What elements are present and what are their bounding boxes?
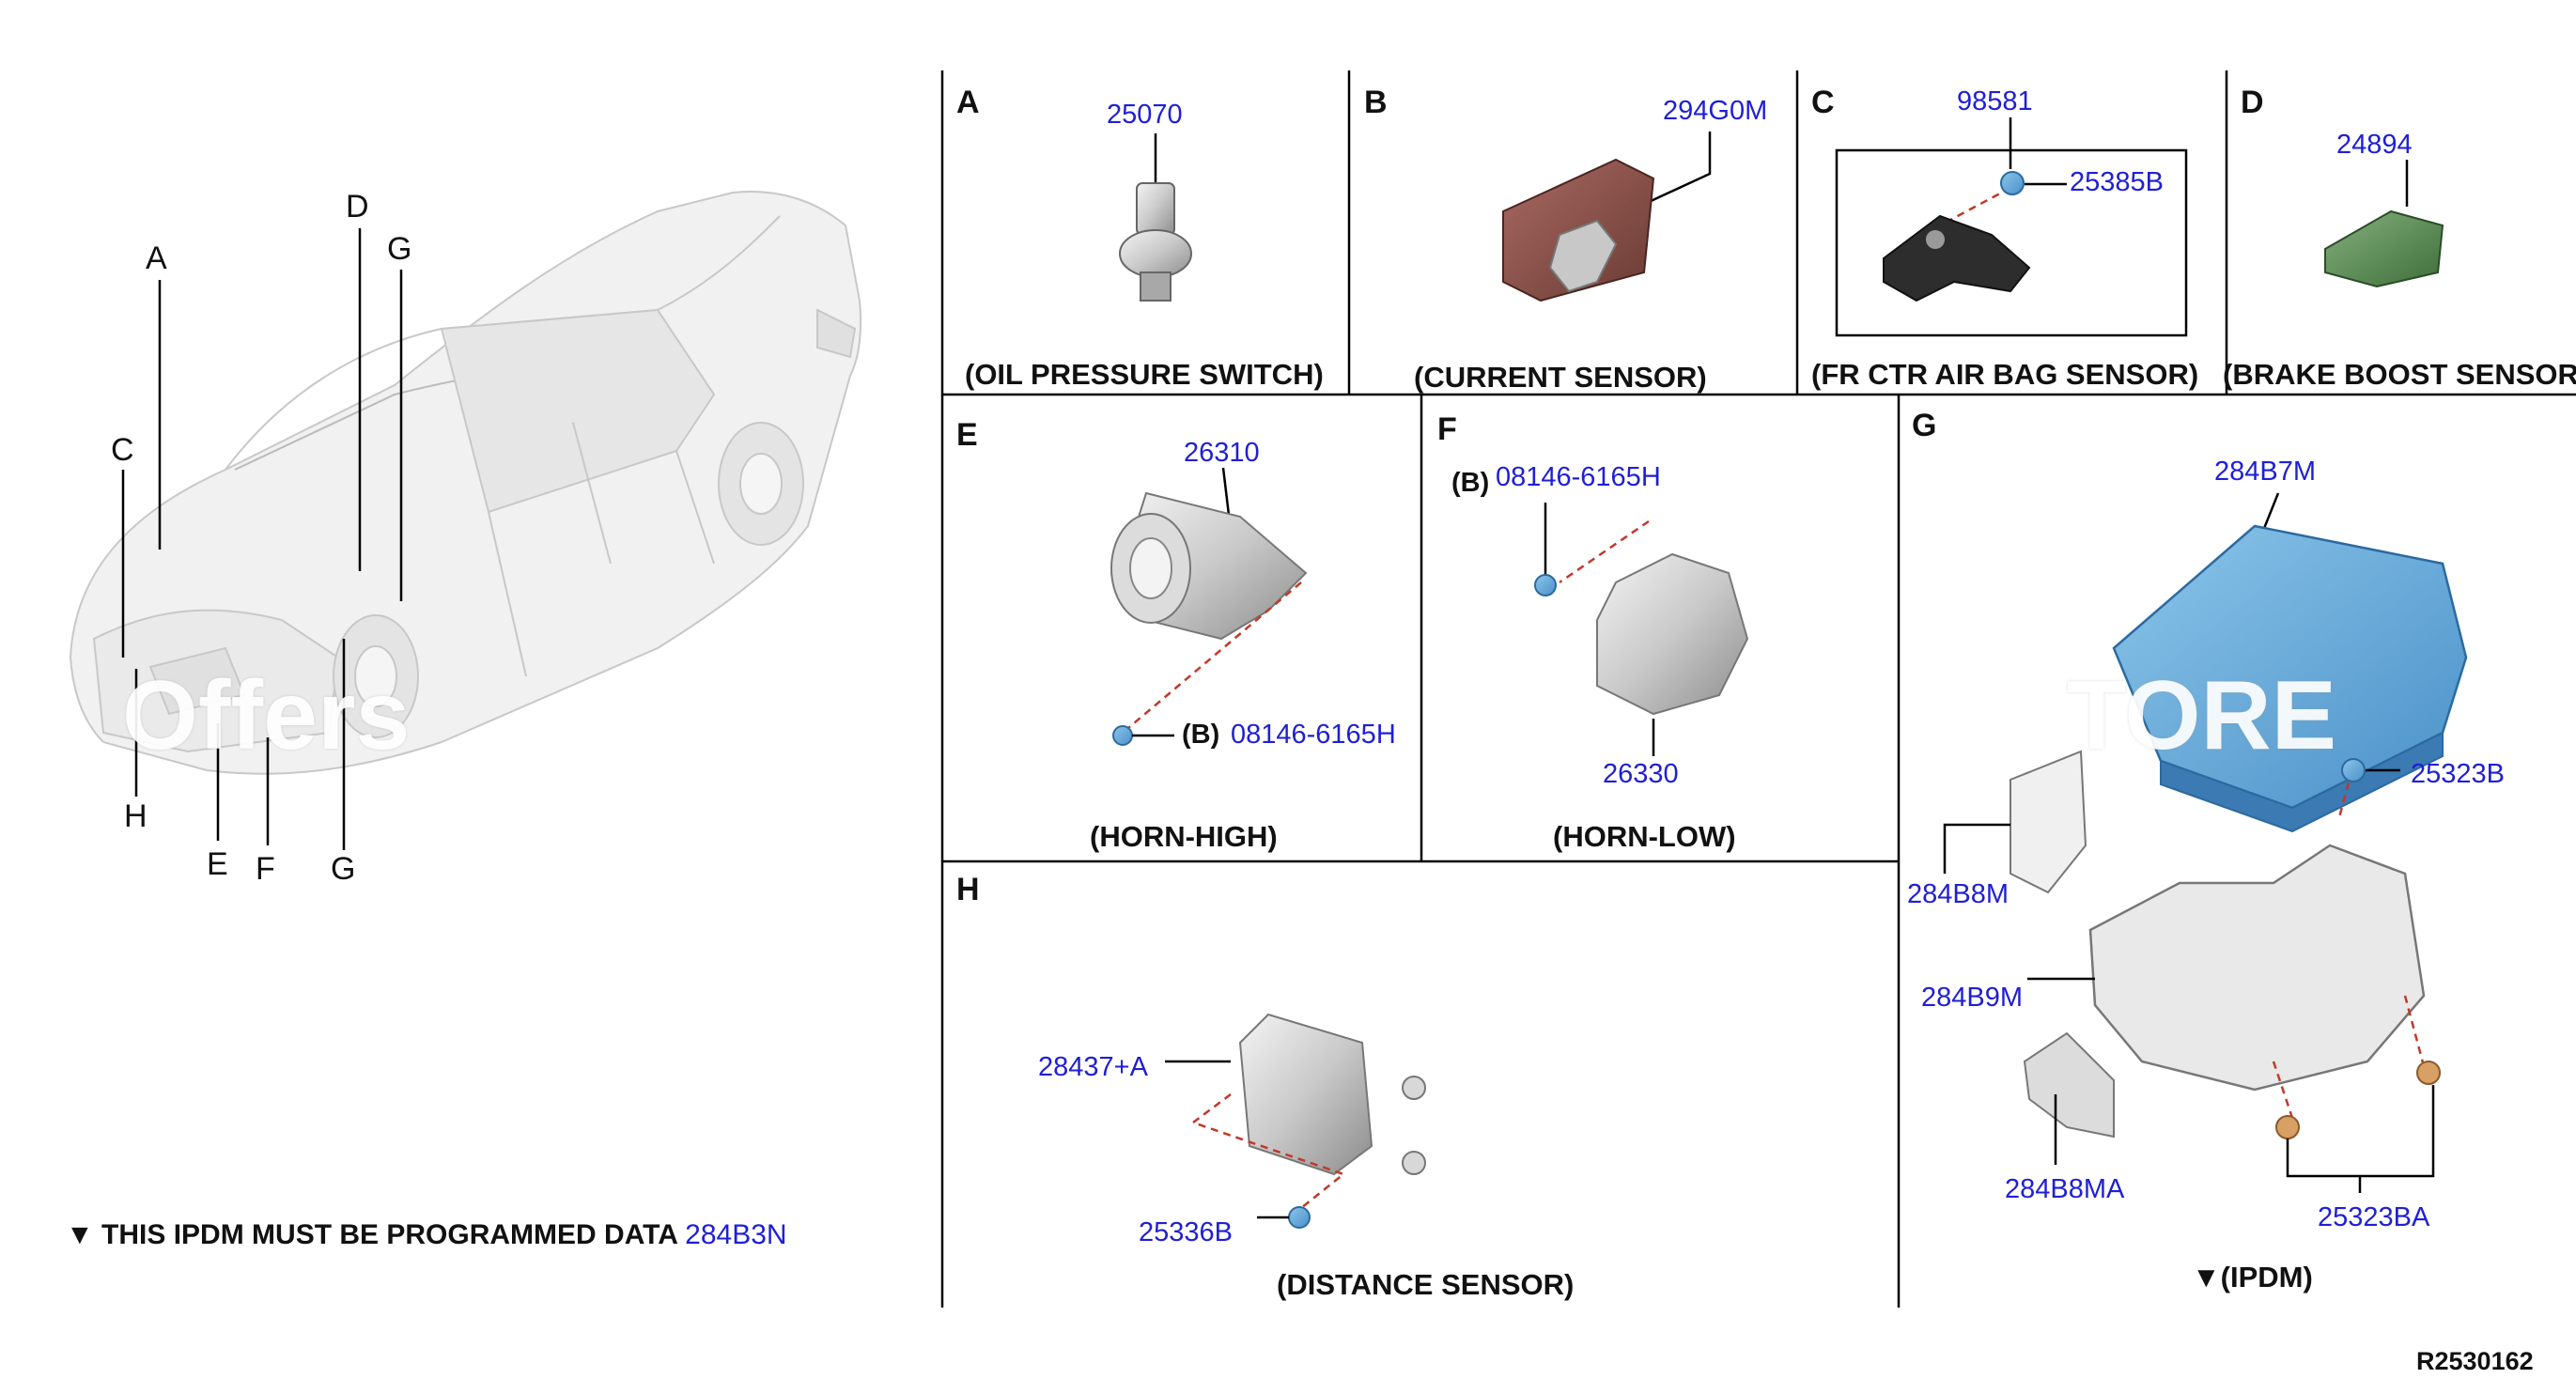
air-bag-sensor-graphic (1835, 117, 2188, 337)
part-number-08146-e: 08146-6165H (1231, 720, 1396, 750)
vehicle-label-d: D (346, 189, 369, 225)
vehicle-label-f: F (256, 851, 275, 887)
panel-letter-g: G (1912, 408, 1937, 443)
caption-fr-ctr-air-bag-sensor: (FR CTR AIR BAG SENSOR) (1811, 358, 2199, 391)
part-number-294g0m: 294G0M (1663, 96, 1768, 126)
vehicle-label-e: E (207, 846, 228, 882)
panel-letter-f: F (1437, 411, 1457, 447)
watermark-left: Offers (122, 661, 411, 770)
panel-letter-e: E (956, 417, 978, 453)
part-number-98581: 98581 (1957, 86, 2033, 116)
brake-boost-sensor-graphic (2324, 160, 2444, 288)
vehicle-label-c: C (111, 432, 134, 468)
part-number-284b7m: 284B7M (2214, 457, 2317, 487)
programming-note: ▼ THIS IPDM MUST BE PROGRAMMED DATA 284B… (66, 1221, 787, 1249)
vehicle-label-g-top: G (387, 231, 412, 267)
current-sensor-graphic (1502, 132, 1712, 302)
horn-high-graphic (1110, 467, 1308, 746)
vehicle-label-g-bottom: G (331, 851, 356, 887)
diagram-reference-code: R2530162 (2416, 1347, 2534, 1375)
caption-ipdm: ▼(IPDM) (2192, 1261, 2313, 1293)
panel-letter-c: C (1811, 85, 1835, 120)
part-number-26310: 26310 (1184, 438, 1260, 468)
part-number-08146-f: 08146-6165H (1496, 462, 1661, 492)
part-number-24894: 24894 (2336, 130, 2413, 160)
panel-letter-b: B (1364, 85, 1388, 120)
oil-pressure-switch-graphic (1119, 133, 1192, 302)
vehicle-illustration (69, 191, 862, 775)
distance-sensor-graphic (1165, 1013, 1426, 1229)
caption-brake-boost-sensor: (BRAKE BOOST SENSOR) (2223, 358, 2576, 391)
vehicle-label-h: H (124, 798, 147, 834)
vehicle-leader-lines (121, 228, 403, 850)
part-number-28437a: 28437+A (1038, 1052, 1148, 1082)
caption-horn-low: (HORN-LOW) (1553, 820, 1736, 853)
part-number-25336b: 25336B (1139, 1217, 1233, 1247)
caption-horn-high: (HORN-HIGH) (1090, 820, 1278, 853)
part-number-25323ba: 25323BA (2318, 1202, 2430, 1232)
part-number-25323b: 25323B (2411, 759, 2505, 789)
programming-note-text: ▼ THIS IPDM MUST BE PROGRAMMED DATA (66, 1219, 677, 1250)
part-number-284b8ma: 284B8MA (2005, 1174, 2125, 1204)
part-number-25070: 25070 (1107, 100, 1183, 130)
part-number-26330: 26330 (1603, 759, 1679, 789)
watermark-right: TORE (2067, 661, 2337, 770)
panel-letter-h: H (956, 872, 980, 907)
part-number-25385b: 25385B (2070, 167, 2164, 197)
panel-letter-d: D (2241, 85, 2264, 120)
panel-grid (940, 70, 2576, 1308)
horn-low-graphic (1534, 503, 1749, 756)
ipdm-graphic (1943, 492, 2468, 1193)
part-ref-prefix-f: (B) (1451, 468, 1490, 498)
caption-distance-sensor: (DISTANCE SENSOR) (1277, 1268, 1575, 1301)
part-ref-prefix-e: (B) (1182, 720, 1220, 750)
caption-current-sensor: (CURRENT SENSOR) (1414, 361, 1707, 394)
vehicle-label-a: A (146, 240, 167, 276)
part-number-284b8m: 284B8M (1907, 879, 2010, 909)
part-number-284b9m: 284B9M (1921, 983, 2024, 1013)
programming-note-part: 284B3N (685, 1219, 787, 1250)
caption-oil-pressure-switch: (OIL PRESSURE SWITCH) (965, 358, 1324, 391)
panel-letter-a: A (956, 85, 980, 120)
